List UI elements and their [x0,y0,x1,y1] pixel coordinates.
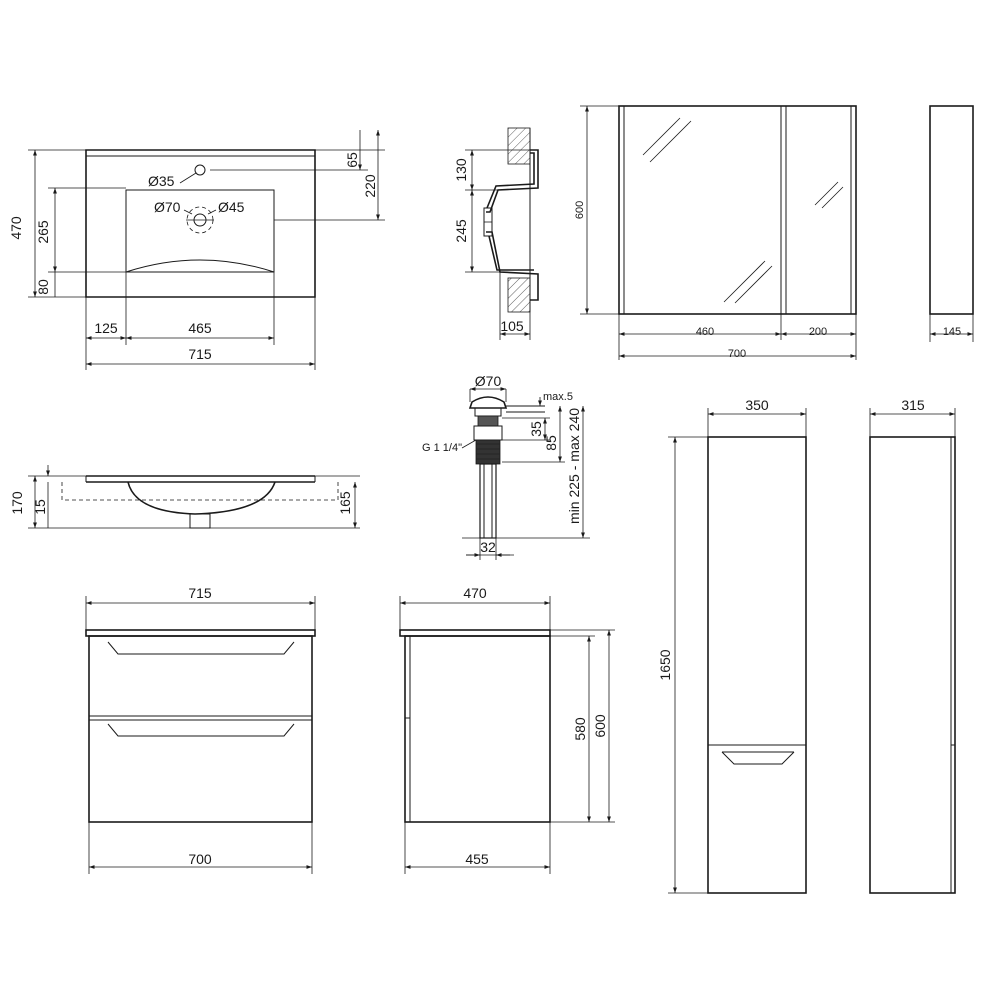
drain-thread [475,439,501,465]
vanity-body-width-dim: 700 [188,851,212,867]
sink-top-view: Ø35 Ø70 Ø45 470 265 80 65 220 125 465 71… [8,130,385,370]
drain-body-dim: 85 [543,435,559,451]
sink-total-width-dim: 715 [188,346,212,362]
drain-inner-diameter: Ø45 [218,199,245,215]
sink-depth-dim: 470 [8,216,24,240]
sink-front-view: 170 15 165 [9,465,360,529]
vanity-top-width-dim: 715 [188,585,212,601]
vanity-top-depth-dim: 470 [463,585,487,601]
front-overall-height-dim: 170 [9,491,25,515]
front-rim-dim: 15 [32,499,48,515]
bowl-width-dim: 465 [188,320,212,336]
bowl-back-dim: 220 [362,174,378,198]
drain-nut-dim: 35 [528,421,544,437]
drain-max-gap-dim: max.5 [543,391,573,403]
tall-front-width-dim: 350 [745,397,769,413]
vanity-body-height-dim: 580 [572,717,588,741]
mirror-side-depth-dim: 145 [943,326,961,338]
left-edge-dim: 125 [94,320,118,336]
drain-fitting: Ø70 max.5 G 1 1/4" 35 85 min 225 - max 2… [422,373,590,560]
section-upper-dim: 130 [453,158,469,182]
mirror-cabinet-front: 600 460 200 700 [574,105,857,360]
drain-thread-label: G 1 1/4" [422,442,462,454]
drain-plug-diameter: Ø70 [475,373,502,389]
front-bowl-depth-dim: 165 [337,491,353,515]
tap-offset-dim: 65 [344,152,360,168]
tall-side-depth-dim: 315 [901,397,925,413]
mirror-right-door-dim: 200 [809,326,827,338]
tall-cabinet-side: 315 [869,397,956,894]
vanity-side-view: 470 455 580 600 [399,585,615,874]
tall-cabinet-front: 350 1650 [657,397,807,894]
drain-outer-diameter: Ø70 [154,199,181,215]
section-wall-offset-dim: 105 [500,318,524,334]
tap-hole-diameter: Ø35 [148,173,175,189]
vanity-total-height-dim: 600 [592,714,608,738]
drain-position-dim: 265 [35,220,51,244]
vanity-body-depth-dim: 455 [465,851,489,867]
mirror-total-width-dim: 700 [728,348,746,360]
mirror-height-dim: 600 [574,201,586,219]
drain-pipe-dim: 32 [480,539,496,555]
tall-height-dim: 1650 [657,649,673,680]
drain-range-dim: min 225 - max 240 [566,408,582,524]
section-lower-dim: 245 [453,219,469,243]
mirror-left-door-dim: 460 [696,326,714,338]
front-edge-dim: 80 [35,279,51,295]
vanity-front-view: 715 700 [85,585,316,874]
mirror-cabinet-side: 145 [929,105,974,342]
sink-section-view: 130 245 105 [453,127,539,340]
